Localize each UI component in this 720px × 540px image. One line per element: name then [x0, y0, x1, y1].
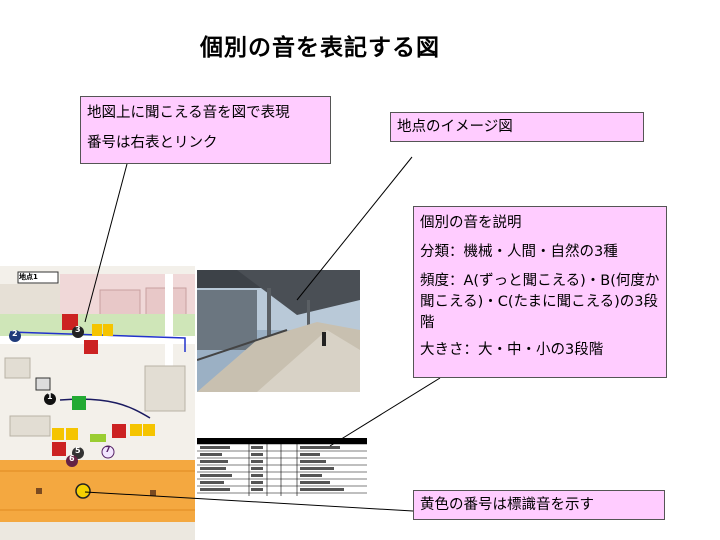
map-marker-6: 6: [69, 454, 75, 463]
location-photo: [197, 270, 360, 392]
callout-sign-label: 黄色の番号は標識音を示す: [420, 497, 594, 513]
map-marker-1: 1: [47, 392, 53, 401]
map-graphic: [0, 266, 195, 540]
map-marker-3: 3: [75, 325, 81, 334]
callout-map: 地図上に聞こえる音を図で表現 番号は右表とリンク: [80, 96, 331, 164]
callout-map-line1: 地図上に聞こえる音を図で表現: [87, 105, 290, 121]
callout-description-line3: 頻度：A(ずっと聞こえる)・B(何度か聞こえる)・C(たまに聞こえる)の3段階: [420, 273, 660, 332]
map-marker-2: 2: [12, 329, 18, 338]
callout-description-line4: 大きさ：大・中・小の3段階: [420, 342, 604, 359]
photo-graphic: [197, 270, 360, 392]
table-graphic: [197, 438, 367, 496]
sound-map: 地点1 2 3 1 5 6 7: [0, 266, 195, 540]
callout-photo-label: 地点のイメージ図: [397, 119, 513, 135]
callout-description: 個別の音を説明 分類：機械・人間・自然の3種 頻度：A(ずっと聞こえる)・B(何…: [413, 206, 667, 378]
callout-sign: 黄色の番号は標識音を示す: [413, 490, 665, 520]
callout-description-line1: 個別の音を説明: [420, 215, 522, 231]
sound-table: [197, 438, 367, 496]
map-marker-7: 7: [105, 445, 111, 454]
callout-description-line2: 分類：機械・人間・自然の3種: [420, 244, 618, 261]
callout-photo: 地点のイメージ図: [390, 112, 644, 142]
callout-map-line2: 番号は右表とリンク: [87, 135, 218, 152]
map-marker-5: 5: [75, 446, 81, 455]
page-title: 個別の音を表記する図: [200, 35, 440, 61]
map-point-label: 地点1: [19, 273, 38, 281]
